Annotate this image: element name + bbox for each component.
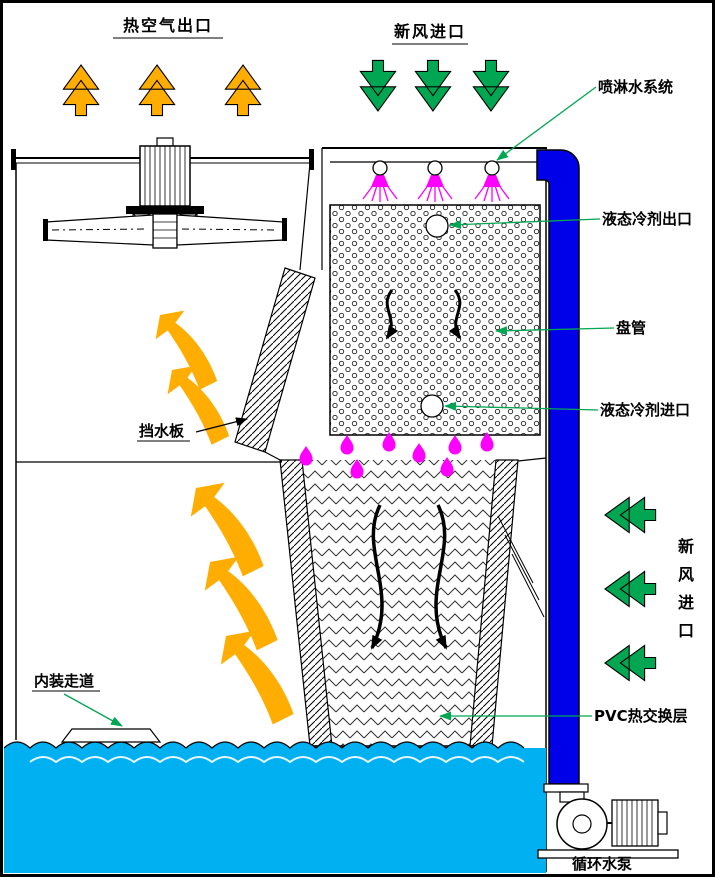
- water-droplets: [299, 432, 494, 479]
- exhaust-airflow-arrows: [155, 310, 294, 725]
- blade-tip-plate: [282, 218, 287, 241]
- droplet-icon: [340, 435, 354, 455]
- up-arrow-icon: [224, 64, 262, 117]
- circulating-pump: [537, 783, 679, 859]
- pvc-heat-exchange-layer: [279, 459, 545, 747]
- curved-up-left-arrow-icon: [167, 365, 230, 445]
- blade-centerline: [181, 228, 279, 231]
- pump-base: [537, 849, 679, 859]
- down-arrow-icon: [359, 59, 397, 112]
- refrigerant-outlet-label: 液态冷剂出口: [602, 210, 692, 228]
- spray-nozzle: [474, 160, 510, 202]
- pump-motor-fins: [616, 800, 653, 846]
- water-streak: [511, 553, 545, 618]
- droplet-icon: [412, 443, 426, 463]
- fresh-air-side-arrows: [604, 496, 657, 682]
- blade-centerline: [51, 228, 149, 231]
- pvc-layer-label: PVC热交换层: [594, 707, 688, 725]
- leader-baffle: [195, 417, 248, 433]
- left-arrow-icon: [604, 570, 657, 608]
- fresh-air-inlet-top-label: 新风进口: [394, 22, 466, 41]
- water-surface-line: [3, 741, 525, 749]
- curved-up-left-arrow-icon: [155, 310, 218, 390]
- down-arrow-icon: [414, 59, 452, 112]
- riser-pipe: [536, 149, 580, 785]
- pump-motor: [611, 799, 659, 847]
- leader-refrigerant-outlet: [449, 218, 601, 230]
- water-streak: [504, 534, 540, 601]
- droplet-icon: [448, 435, 462, 455]
- refrigerant-inlet-header: [420, 394, 444, 418]
- nozzle-head: [372, 160, 388, 176]
- internal-walkway-label: 内装走道: [34, 672, 94, 690]
- motor-fins: [144, 146, 186, 206]
- pipe-flange: [543, 783, 589, 793]
- coil-airflow-arrow-icon: [448, 289, 462, 340]
- leader-coil: [495, 326, 615, 336]
- spray-water-system-label: 喷淋水系统: [598, 78, 673, 96]
- refrigerant-inlet-label: 液态冷剂进口: [600, 401, 690, 419]
- fan-assembly: [11, 137, 314, 249]
- fresh-air-top-arrows: [359, 59, 510, 112]
- pvc-airflow-arrow-icon: [370, 504, 384, 650]
- baffle-connector: [264, 451, 283, 462]
- pvc-airflow-arrow-icon: [434, 504, 448, 650]
- motor-base-plate: [126, 206, 204, 214]
- droplet-icon: [440, 457, 454, 477]
- basin-water: [4, 742, 546, 873]
- side-air-label-char: 新: [678, 537, 694, 556]
- hot-air-outlet-arrows: [62, 64, 262, 117]
- left-arrow-icon: [604, 496, 657, 534]
- refrigerant-outlet-header: [425, 214, 449, 238]
- side-air-label-char: 风: [678, 565, 694, 584]
- curved-up-left-arrow-icon: [204, 556, 278, 651]
- down-arrow-icon: [472, 59, 510, 112]
- nozzle-head: [484, 160, 500, 176]
- coil-section: [329, 204, 541, 436]
- spray-nozzle: [417, 160, 453, 202]
- curved-up-left-arrow-icon: [220, 630, 294, 725]
- up-arrow-icon: [138, 64, 176, 117]
- leader-spray-system: [496, 86, 597, 161]
- leader-refrigerant-inlet: [444, 401, 599, 411]
- droplet-icon: [382, 432, 396, 452]
- deck-end-plate: [11, 149, 16, 170]
- blade-tip-plate: [43, 219, 48, 241]
- side-air-label-char: 口: [678, 621, 694, 640]
- pump-hub: [572, 814, 592, 834]
- droplet-icon: [480, 432, 494, 452]
- side-air-label-char: 进: [678, 593, 694, 612]
- right-connector: [517, 457, 547, 462]
- spray-nozzle: [362, 160, 398, 202]
- water-streak: [497, 515, 534, 584]
- motor-cap: [156, 137, 174, 147]
- leader-lines: [63, 86, 615, 727]
- leader-walkway: [63, 693, 123, 727]
- fresh-air-inlet-side-label: 新 风 进 口: [678, 537, 694, 640]
- motor-end-cap: [657, 811, 668, 835]
- droplet-icon: [350, 459, 364, 479]
- coil-airflow-arrow-icon: [385, 289, 399, 340]
- fan-blade-left: [45, 214, 154, 246]
- fan-hub: [152, 213, 178, 249]
- internal-walkway-platform: [60, 728, 162, 743]
- hot-air-outlet-label: 热空气出口: [123, 16, 213, 35]
- coil-label: 盘管: [616, 319, 646, 337]
- up-arrow-icon: [62, 64, 100, 117]
- spray-system: [330, 160, 548, 202]
- circulating-pump-label: 循环水泵: [572, 855, 632, 873]
- fan-plenum-right-wall: [299, 162, 311, 271]
- labels: 热空气出口 新风进口 喷淋水系统 液态冷剂出口 盘管 液态冷剂进口 PVC热交换…: [32, 16, 694, 873]
- droplet-icon: [299, 446, 313, 466]
- water-baffle-label: 挡水板: [139, 422, 185, 440]
- cooling-tower-diagram: 热空气出口 新风进口 喷淋水系统 液态冷剂出口 盘管 液态冷剂进口 PVC热交换…: [3, 16, 694, 873]
- water-ripple-line: [29, 756, 525, 764]
- left-arrow-icon: [604, 644, 657, 682]
- curved-up-left-arrow-icon: [190, 482, 264, 577]
- water-basin: [3, 728, 546, 873]
- deck-end-plate: [309, 149, 314, 170]
- nozzle-head: [427, 160, 443, 176]
- water-baffle-plate: [234, 267, 316, 453]
- pvc-fill-media: [302, 460, 496, 746]
